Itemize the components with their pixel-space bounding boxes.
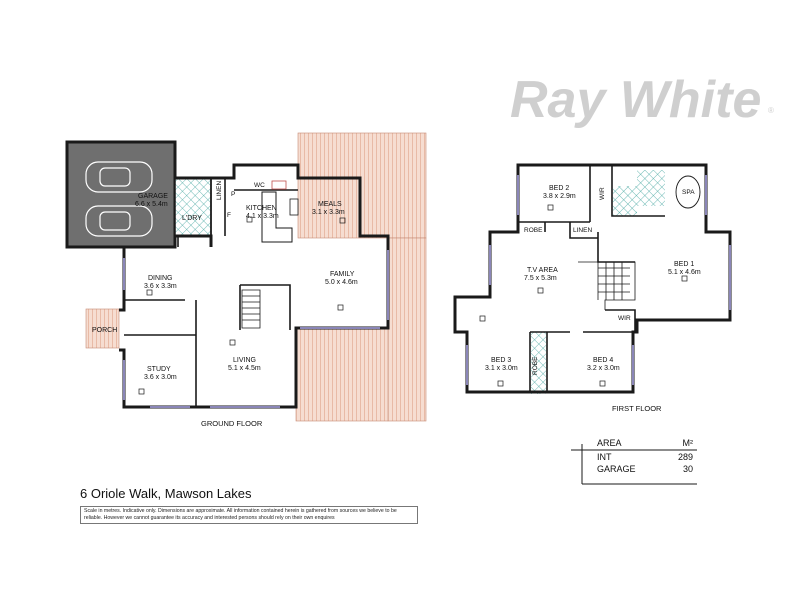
area-row-label: INT: [597, 452, 612, 462]
dining-dims: 3.6 x 3.3m: [144, 283, 177, 290]
stovetop: [271, 180, 287, 190]
tv-area-dims: 7.5 x 5.3m: [524, 275, 557, 282]
disclaimer-text: Scale in metres. Indicative only. Dimens…: [80, 506, 418, 524]
robe-top-label: ROBE: [524, 227, 543, 234]
linen-first-label: LINEN: [573, 227, 592, 234]
windows-first: [466, 175, 731, 385]
tv-area-label: T.V AREA: [527, 267, 558, 274]
wir-top-label: WIR: [599, 187, 606, 200]
property-address: 6 Oriole Walk, Mawson Lakes: [80, 486, 252, 501]
area-table: AREA M² INT 289 GARAGE 30: [597, 437, 693, 475]
study-label: STUDY: [147, 366, 171, 373]
bed3-label: BED 3: [491, 357, 511, 364]
bed4-dims: 3.2 x 3.0m: [587, 365, 620, 372]
area-row-value: 30: [682, 464, 693, 474]
brand-registered-mark: ®: [768, 106, 774, 115]
living-dims: 5.1 x 4.5m: [228, 365, 261, 372]
area-header-unit: M²: [682, 438, 694, 448]
bed2-label: BED 2: [549, 185, 569, 192]
kitchen-sink: [289, 198, 299, 216]
laundry-area: [174, 177, 212, 237]
spa-label: SPA: [682, 189, 695, 196]
family-dims: 5.0 x 4.6m: [325, 279, 358, 286]
ground-inner-walls: [124, 178, 298, 407]
laundry-label: L'DRY: [182, 215, 202, 222]
area-header-label: AREA: [597, 438, 622, 448]
deck-right: [387, 237, 427, 422]
light-markers-first: [479, 204, 688, 387]
bed1-label: BED 1: [674, 261, 694, 268]
meals-dims: 3.1 x 3.3m: [312, 209, 345, 216]
bed3-dims: 3.1 x 3.0m: [485, 365, 518, 372]
area-table-frame: [571, 444, 697, 485]
stairs-ground: [241, 289, 261, 329]
study-dims: 3.6 x 3.0m: [144, 374, 177, 381]
kitchen-label: KITCHEN: [246, 205, 277, 212]
pantry-label: P: [231, 191, 235, 198]
ground-floor-label: GROUND FLOOR: [201, 419, 263, 428]
porch-steps: [85, 308, 120, 349]
first-floor-plan: [453, 163, 732, 394]
linen-ground-label: LINEN: [216, 181, 223, 200]
brand-name: Ray White: [510, 71, 761, 129]
garage-label: GARAGE: [138, 193, 168, 200]
robe-mid-label: ROBE: [532, 356, 539, 375]
bed4-label: BED 4: [593, 357, 613, 364]
car-icon: [85, 161, 153, 237]
family-label: FAMILY: [330, 271, 355, 278]
ensuite-tiles: [613, 186, 637, 216]
ground-floor-plan: [65, 132, 427, 422]
bed1-dims: 5.1 x 4.6m: [668, 269, 701, 276]
wc-label: WC: [254, 182, 265, 189]
living-label: LIVING: [233, 357, 256, 364]
deck-top: [297, 132, 427, 239]
area-row: INT 289: [597, 451, 693, 463]
light-markers-ground: [138, 216, 346, 395]
first-floor-label: FIRST FLOOR: [612, 404, 662, 413]
area-row-label: GARAGE: [597, 464, 636, 474]
ensuite-tiles: [637, 170, 665, 206]
kitchen-bench: [261, 191, 293, 243]
porch-label: PORCH: [92, 327, 117, 334]
spa-bath: [675, 175, 701, 209]
bed2-dims: 3.8 x 2.9m: [543, 193, 576, 200]
windows-ground: [123, 250, 389, 408]
fridge-label: F: [227, 212, 231, 219]
area-row-value: 289: [677, 452, 693, 462]
area-row: GARAGE 30: [597, 463, 693, 475]
area-table-header: AREA M²: [597, 437, 693, 449]
dining-label: DINING: [148, 275, 173, 282]
kitchen-dims: 4.1 x 3.3m: [246, 213, 279, 220]
stairs-first: [578, 261, 636, 310]
ray-white-logo: Ray White ®: [510, 71, 774, 129]
wir-mid-label: WIR: [618, 315, 631, 322]
garage-dims: 6.6 x 5.4m: [135, 201, 168, 208]
bathroom-tiles: [531, 332, 546, 394]
meals-label: MEALS: [318, 201, 342, 208]
deck-bottom: [295, 327, 389, 422]
